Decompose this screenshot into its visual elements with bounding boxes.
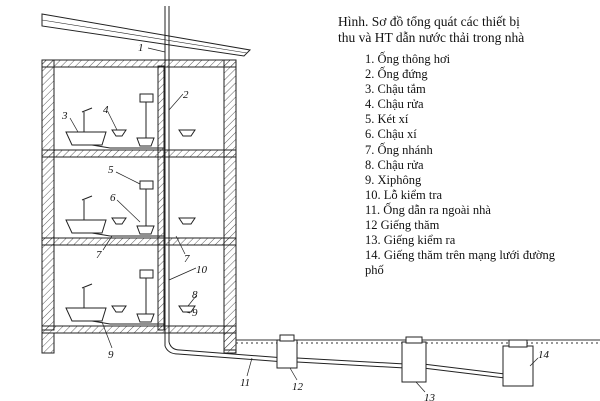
legend-item: 8. Chậu rửa [365,157,424,172]
callout-11: 11 [240,377,250,389]
callout-3: 3 [61,110,68,122]
legend-item: 9. Xiphông [365,172,422,187]
callout-9b: 9 [108,349,114,361]
callout-7a: 7 [96,249,102,261]
legend-item: 7. Ống nhánh [365,142,433,157]
callout-7b: 7 [184,253,190,265]
fixtures-floor-1 [65,269,196,325]
legend-item: 5. Két xí [365,112,409,127]
legend-item: 14. Giếng thăm trên mạng lưới đường phố [365,248,555,278]
callout-1: 1 [138,42,144,54]
inspection-well-12 [276,334,298,369]
legend-item: 10. Lỗ kiểm tra [365,187,443,202]
callout-2: 2 [183,89,189,101]
legend-list: 1. Ống thông hơi 2. Ống đứng 3. Chậu tắm… [365,52,565,278]
fixtures-floor-3 [65,93,196,149]
callout-13: 13 [424,392,436,401]
legend-item: 3. Chậu tắm [365,82,426,97]
floor-slabs [41,59,237,334]
inspection-well-13 [401,336,427,383]
callout-leaders [69,47,539,393]
callout-12: 12 [292,381,304,393]
fixtures-floor-2 [65,180,196,237]
callout-6: 6 [110,192,116,204]
foundation [41,332,237,354]
callout-4: 4 [103,104,109,116]
caption-line-2: thu và HT dẫn nước thải trong nhà [338,30,525,45]
vent-stack-pipe [164,6,170,346]
legend-item: 2. Ống đứng [365,67,428,82]
callout-14: 14 [538,349,550,361]
legend-item: 13. Giếng kiểm ra [365,233,456,248]
figure-caption: Hình. Sơ đồ tổng quát các thiết bị thu v… [338,14,600,46]
callout-8: 8 [192,289,198,301]
callout-9a: 9 [192,307,198,319]
callout-numbers: 1 2 3 4 5 6 7 7 10 8 9 9 11 12 13 14 [61,42,550,401]
legend-item: 4. Chậu rửa [365,97,424,112]
callout-10: 10 [196,264,208,276]
outlet-pipe [164,341,506,379]
street-well-14 [502,339,534,387]
building-walls [41,59,237,351]
callout-5: 5 [108,164,114,176]
legend-item: 1. Ống thông hơi [365,52,451,66]
legend-item: 11. Ống dẫn ra ngoài nhà [365,202,491,217]
roof [41,13,252,57]
legend-item: 12 Giếng thăm [365,218,440,233]
legend-item: 6. Chậu xí [365,127,417,142]
caption-line-1: Hình. Sơ đồ tổng quát các thiết bị [338,14,520,29]
